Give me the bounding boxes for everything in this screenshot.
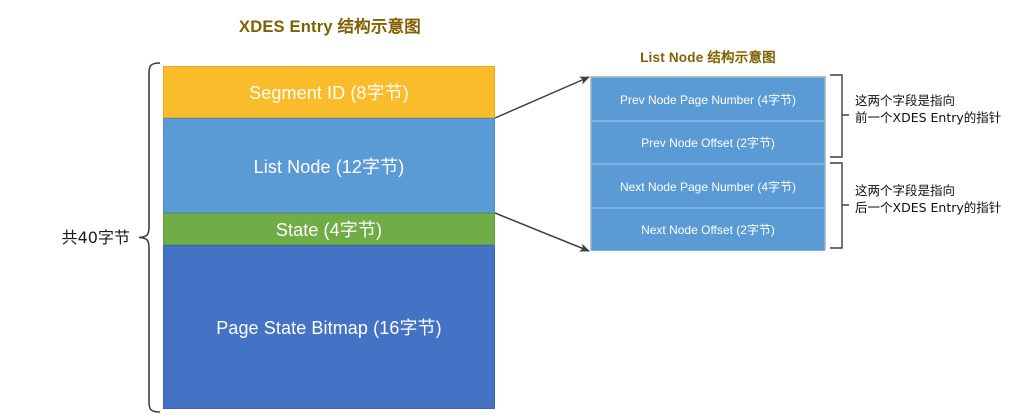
note-next-line-1: 这两个字段是指向 (855, 183, 956, 198)
xdes-entry-stack: Segment ID (8字节) List Node (12字节) State … (163, 66, 495, 409)
list-node-panel: Prev Node Page Number (4字节) Prev Node Of… (590, 76, 826, 251)
list-node-group-brackets (828, 70, 858, 256)
note-next-pointer: 这两个字段是指向 后一个XDES Entry的指针 (855, 182, 1001, 216)
bracket-prev-group (830, 75, 849, 157)
list-node-row-label: Prev Node Page Number (4字节) (619, 92, 797, 107)
list-node-row-next-offset[interactable]: Next Node Offset (2字节) (591, 208, 825, 251)
note-next-line-2: 后一个XDES Entry的指针 (855, 200, 1002, 215)
list-node-row-prev-page-number[interactable]: Prev Node Page Number (4字节) (591, 77, 825, 121)
xdes-entry-title: XDES Entry 结构示意图 (239, 18, 421, 36)
list-node-row-label: Prev Node Offset (2字节) (641, 136, 775, 150)
field-block-label: State (4字节) (275, 220, 383, 240)
field-block-list-node[interactable]: List Node (12字节) (163, 118, 495, 213)
note-prev-line-2: 前一个XDES Entry的指针 (855, 110, 1002, 125)
list-node-title: List Node 结构示意图 (640, 50, 776, 65)
bracket-next-group (830, 163, 849, 248)
field-block-page-state-bitmap[interactable]: Page State Bitmap (16字节) (163, 245, 495, 409)
list-node-row-label: Next Node Offset (2字节) (641, 223, 775, 237)
field-block-segment-id[interactable]: Segment ID (8字节) (163, 66, 495, 118)
field-block-label: Page State Bitmap (16字节) (216, 318, 442, 338)
list-node-row-label: Next Node Page Number (4字节) (619, 179, 797, 194)
list-node-row-next-page-number[interactable]: Next Node Page Number (4字节) (591, 164, 825, 208)
total-size-brace (137, 62, 161, 413)
note-prev-pointer: 这两个字段是指向 前一个XDES Entry的指针 (855, 92, 1001, 126)
note-prev-line-1: 这两个字段是指向 (855, 93, 956, 108)
listnode-connector-arrows (494, 76, 590, 252)
list-node-row-prev-offset[interactable]: Prev Node Offset (2字节) (591, 121, 825, 164)
field-block-label: Segment ID (8字节) (249, 83, 409, 103)
field-block-label: List Node (12字节) (253, 156, 405, 177)
connector-arrow-bottom (494, 212, 590, 252)
total-bytes-label: 共40字节 (61, 228, 130, 247)
connector-arrow-top (494, 76, 590, 119)
field-block-state[interactable]: State (4字节) (163, 213, 495, 245)
